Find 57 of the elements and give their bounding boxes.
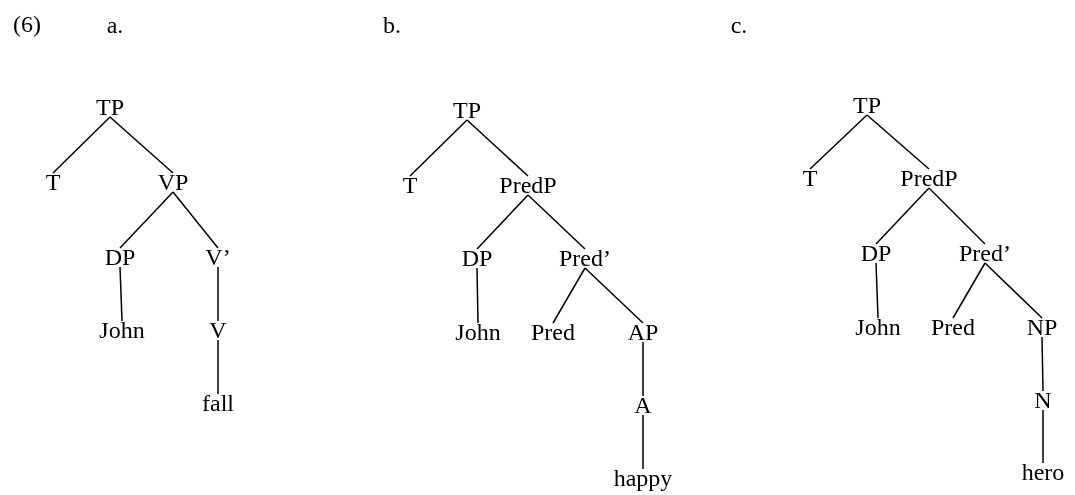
tree-node-label: hero <box>1021 460 1065 484</box>
tree-node-label: Pred <box>531 320 575 344</box>
tree-branch <box>109 116 174 174</box>
tree-node-label: TP <box>96 95 124 119</box>
tree-node-label: N <box>1034 388 1052 412</box>
tree-branch <box>217 339 219 395</box>
tree-node-label: V’ <box>205 245 231 269</box>
tree-node-label: Pred’ <box>559 246 611 270</box>
tree-branch <box>527 194 586 250</box>
tree-branch <box>984 262 1043 319</box>
tree-node-label: T <box>45 170 61 194</box>
tree-branch <box>866 114 930 170</box>
tree-node-label: John <box>455 320 501 344</box>
tree-node-label: Pred <box>931 315 975 339</box>
tree-branch <box>119 191 174 249</box>
tree-branch <box>642 414 644 470</box>
subexample-letter: a. <box>106 13 124 37</box>
tree-node-label: TP <box>453 98 481 122</box>
tree-branch <box>476 194 529 250</box>
tree-branch <box>172 191 219 249</box>
tree-node-label: Pred’ <box>959 241 1011 265</box>
tree-branch <box>466 119 529 177</box>
subexample-letter: b. <box>383 13 401 37</box>
tree-node-label: John <box>855 315 901 339</box>
tree-node-label: T <box>802 166 818 190</box>
tree-branch <box>642 341 644 397</box>
tree-node-label: PredP <box>900 166 958 190</box>
tree-branch <box>476 267 479 324</box>
tree-node-label: NP <box>1026 315 1058 339</box>
tree-branch <box>875 187 930 245</box>
tree-branch <box>809 114 868 170</box>
subexample-letter: c. <box>730 13 748 37</box>
tree-branch <box>1042 409 1044 464</box>
tree-node-label: VP <box>157 170 189 194</box>
tree-branch <box>552 267 586 324</box>
tree-branch <box>119 266 123 322</box>
tree-branch <box>584 267 644 324</box>
tree-node-label: AP <box>627 320 659 344</box>
tree-branch <box>928 187 986 245</box>
tree-node-label: TP <box>853 93 881 117</box>
tree-node-label: A <box>634 393 652 417</box>
tree-branch <box>952 262 986 319</box>
tree-branch <box>217 266 219 322</box>
tree-branch <box>875 262 879 319</box>
tree-branch <box>1041 336 1044 392</box>
tree-node-label: fall <box>202 391 234 415</box>
tree-node-label: John <box>99 318 145 342</box>
example-number: (6) <box>13 12 41 36</box>
tree-node-label: DP <box>860 241 892 265</box>
tree-branch <box>52 116 111 174</box>
tree-node-label: PredP <box>499 173 557 197</box>
tree-branch <box>409 119 468 177</box>
tree-node-label: DP <box>461 246 493 270</box>
tree-node-label: V <box>209 318 227 342</box>
tree-node-label: T <box>402 173 418 197</box>
tree-node-label: happy <box>613 466 673 490</box>
tree-node-label: DP <box>104 245 136 269</box>
